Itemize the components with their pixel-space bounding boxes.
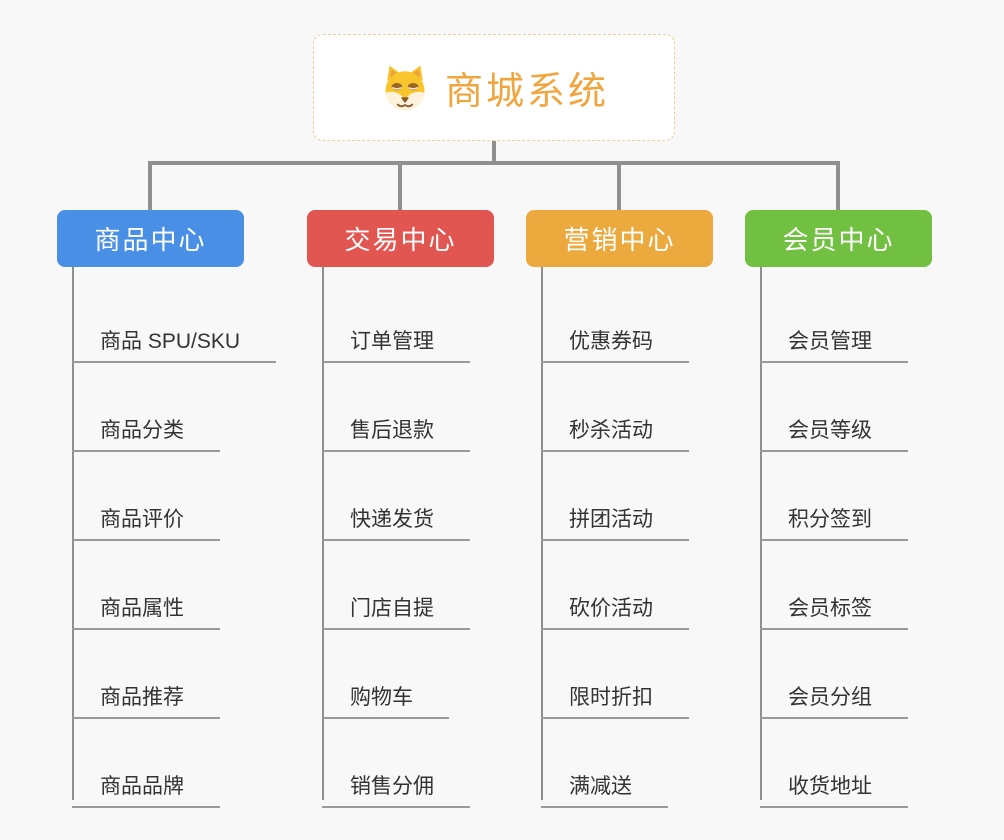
leaf-node[interactable]: 优惠券码 <box>541 313 689 363</box>
branch-member-center[interactable]: 会员中心 <box>745 210 932 267</box>
leaf-node[interactable]: 拼团活动 <box>541 491 689 541</box>
leaf-node[interactable]: 购物车 <box>322 669 449 719</box>
leaf-node[interactable]: 会员等级 <box>760 402 908 452</box>
connector-root-stub <box>492 141 496 163</box>
branch-marketing-center[interactable]: 营销中心 <box>526 210 713 267</box>
leaf-node[interactable]: 会员分组 <box>760 669 908 719</box>
leaf-node[interactable]: 会员管理 <box>760 313 908 363</box>
leaf-node[interactable]: 商品品牌 <box>72 758 220 808</box>
leaf-node[interactable]: 商品评价 <box>72 491 220 541</box>
leaf-node[interactable]: 会员标签 <box>760 580 908 630</box>
leaf-node[interactable]: 商品属性 <box>72 580 220 630</box>
leaf-node[interactable]: 门店自提 <box>322 580 470 630</box>
leaf-node[interactable]: 限时折扣 <box>541 669 689 719</box>
connector-horizontal-bar <box>148 161 840 165</box>
root-title: 商城系统 <box>444 71 609 113</box>
dog-icon <box>379 63 431 112</box>
connector-drop <box>836 161 840 210</box>
leaf-node[interactable]: 商品 SPU/SKU <box>72 313 277 363</box>
leaf-node[interactable]: 满减送 <box>541 758 668 808</box>
leaf-node[interactable]: 售后退款 <box>322 402 470 452</box>
connector-drop <box>398 161 402 210</box>
branch-trade-center[interactable]: 交易中心 <box>307 210 494 267</box>
branch-trunk-line <box>72 267 74 800</box>
root-node[interactable]: 商城系统 <box>313 34 675 141</box>
leaf-node[interactable]: 销售分佣 <box>322 758 470 808</box>
leaf-node[interactable]: 积分签到 <box>760 491 908 541</box>
branch-product-center[interactable]: 商品中心 <box>57 210 244 267</box>
leaf-node[interactable]: 秒杀活动 <box>541 402 689 452</box>
leaf-node[interactable]: 商品分类 <box>72 402 220 452</box>
leaf-node[interactable]: 快递发货 <box>322 491 470 541</box>
leaf-node[interactable]: 商品推荐 <box>72 669 220 719</box>
branch-trunk-line <box>541 267 543 800</box>
leaf-node[interactable]: 收货地址 <box>760 758 908 808</box>
leaf-node[interactable]: 砍价活动 <box>541 580 689 630</box>
leaf-node[interactable]: 订单管理 <box>322 313 470 363</box>
connector-drop <box>617 161 621 210</box>
branch-trunk-line <box>760 267 762 800</box>
connector-drop <box>148 161 152 210</box>
branch-trunk-line <box>322 267 324 800</box>
